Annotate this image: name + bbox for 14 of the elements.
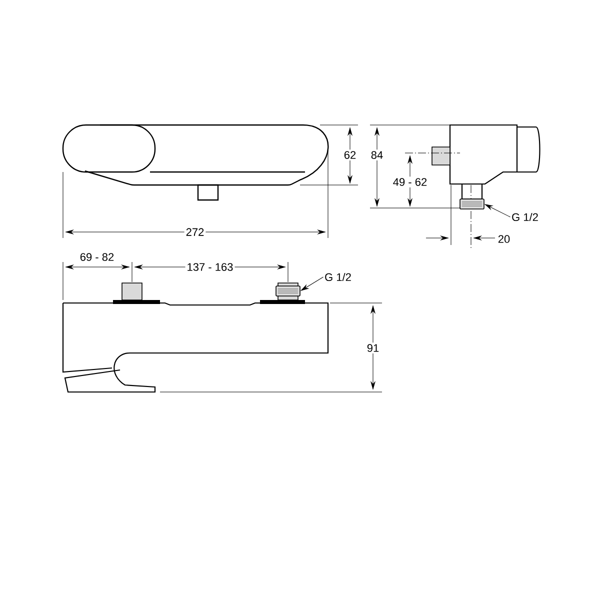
- dimension-label: 91: [365, 342, 381, 354]
- leader-line: [300, 276, 324, 291]
- thread-label: G 1/2: [512, 212, 538, 222]
- leader-line: [484, 204, 510, 218]
- dimension-label: 20: [496, 234, 512, 244]
- dimension-label: 137 - 163: [185, 262, 235, 272]
- thread-drawing: [460, 198, 484, 210]
- thread-label: G 1/2: [325, 272, 351, 282]
- dimension-label: 49 - 62: [391, 176, 429, 188]
- dimension-label: 62: [342, 150, 358, 160]
- thread-drawing: [276, 286, 300, 296]
- dimension-label: 84: [369, 150, 385, 160]
- dimension-label: 272: [184, 226, 206, 238]
- dimension-label: 69 - 82: [78, 252, 116, 262]
